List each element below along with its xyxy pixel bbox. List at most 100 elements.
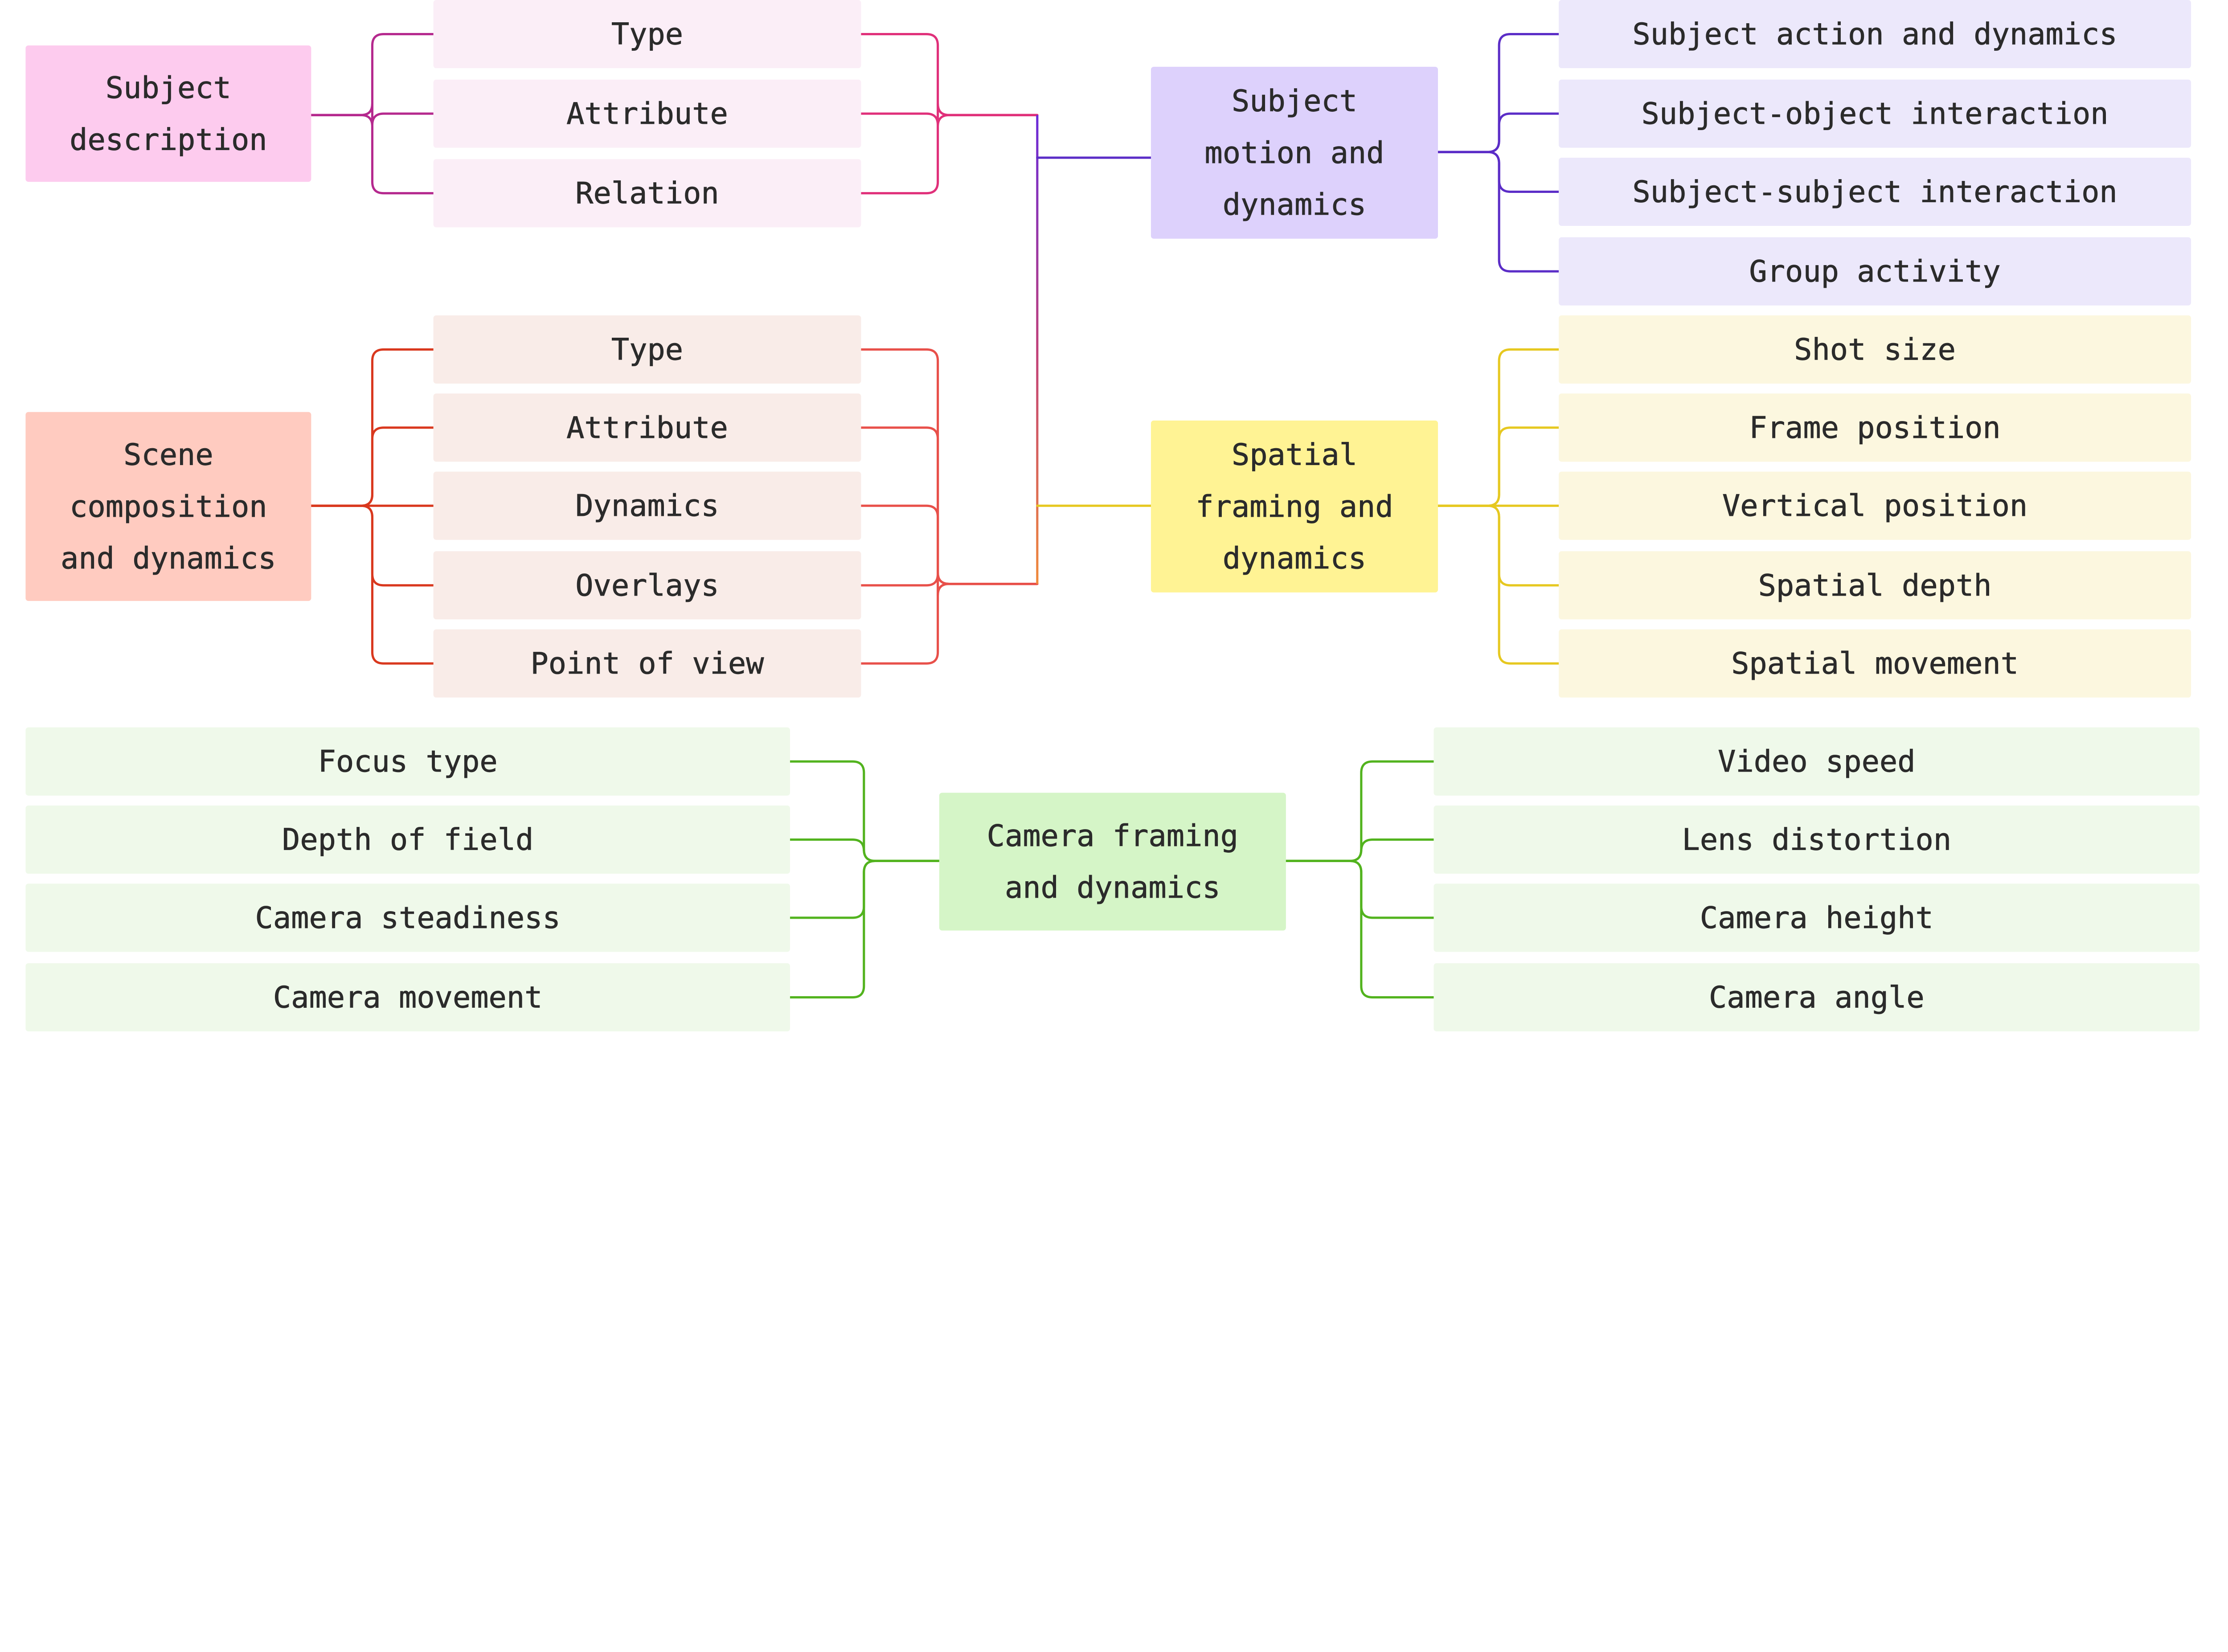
spatial-framing-child: Vertical position bbox=[1559, 471, 2191, 540]
spatial-framing-child-box bbox=[1559, 393, 2191, 462]
spatial-framing-child-box bbox=[1559, 629, 2191, 698]
camera-framing-right-child-label: Video speed bbox=[1718, 744, 1915, 779]
scene-composition-child-label: Point of view bbox=[530, 646, 764, 681]
subject-motion-node-label: dynamics bbox=[1223, 187, 1366, 222]
subject-motion-child-box bbox=[1559, 0, 2191, 69]
spatial-framing-child-label: Shot size bbox=[1794, 332, 1956, 367]
subject-motion-child: Subject-object interaction bbox=[1559, 79, 2191, 148]
subject-motion-child-box bbox=[1559, 237, 2191, 306]
camera-framing-node-label: and dynamics bbox=[1005, 870, 1220, 905]
subject-description-child: Attribute bbox=[433, 79, 861, 148]
scene-composition-child: Overlays bbox=[433, 551, 861, 620]
spatial-framing-child-label: Frame position bbox=[1749, 410, 2000, 445]
scene-composition-child: Dynamics bbox=[433, 471, 861, 540]
subject-motion-child: Subject-subject interaction bbox=[1559, 157, 2191, 226]
camera-framing-left-child-label: Focus type bbox=[318, 744, 498, 779]
spatial-framing-node-label: dynamics bbox=[1223, 541, 1366, 576]
scene-composition-child: Attribute bbox=[433, 393, 861, 462]
connector bbox=[860, 114, 1039, 195]
spatial-framing-child-box bbox=[1559, 551, 2191, 620]
subject-description-node-label: Subject bbox=[106, 70, 231, 105]
trunk-line bbox=[1036, 115, 1039, 584]
subject-motion-node: Subject motion and dynamics bbox=[1151, 66, 1438, 239]
scene-composition-child-label: Attribute bbox=[566, 410, 728, 445]
camera-framing-left-child-label: Camera movement bbox=[273, 980, 543, 1015]
subject-description-child-label: Type bbox=[611, 17, 683, 52]
subject-motion-child-box bbox=[1559, 157, 2191, 226]
connector bbox=[789, 760, 941, 862]
connector bbox=[860, 348, 1039, 585]
subject-motion-child-label: Subject action and dynamics bbox=[1632, 17, 2117, 52]
connector bbox=[310, 114, 435, 195]
camera-framing-right-child: Camera angle bbox=[1433, 963, 2200, 1032]
connector bbox=[1437, 151, 1560, 273]
scene-composition-child-box bbox=[433, 471, 861, 540]
spatial-framing-child-label: Vertical position bbox=[1722, 488, 2027, 523]
subject-motion-child-box bbox=[1559, 79, 2191, 148]
scene-composition-child-box bbox=[433, 315, 861, 384]
subject-motion-node-label: motion and bbox=[1204, 135, 1384, 170]
camera-framing-right-child-label: Camera height bbox=[1700, 900, 1933, 935]
connector bbox=[1285, 760, 1435, 862]
connector bbox=[1437, 426, 1560, 507]
subject-motion-node-label: Subject bbox=[1232, 83, 1357, 118]
connector bbox=[1285, 859, 1435, 919]
spatial-framing-child: Spatial depth bbox=[1559, 551, 2191, 620]
camera-framing-right-child-box bbox=[1433, 963, 2200, 1032]
connector bbox=[789, 859, 941, 999]
spatial-framing-child-label: Spatial depth bbox=[1758, 568, 1992, 603]
camera-framing-right-child: Lens distortion bbox=[1433, 806, 2200, 874]
subject-motion-child: Group activity bbox=[1559, 237, 2191, 306]
connector bbox=[860, 583, 1039, 665]
subject-description-child-label: Relation bbox=[575, 176, 719, 211]
camera-framing-left-child: Focus type bbox=[25, 727, 790, 796]
camera-framing-right-child-label: Lens distortion bbox=[1682, 822, 1952, 857]
camera-framing-left-child: Camera movement bbox=[25, 963, 790, 1032]
subject-description-child-label: Attribute bbox=[566, 96, 728, 131]
spatial-framing-node-label: framing and bbox=[1196, 489, 1393, 524]
connector bbox=[789, 838, 941, 862]
spatial-framing-node-box bbox=[1151, 420, 1438, 593]
subject-description-child-box bbox=[433, 79, 861, 148]
connector bbox=[860, 102, 1039, 127]
camera-framing-node: Camera framing and dynamics bbox=[939, 793, 1286, 931]
connector bbox=[310, 504, 435, 665]
camera-framing-right-child: Video speed bbox=[1433, 727, 2200, 796]
subject-description-child: Relation bbox=[433, 159, 861, 228]
camera-framing-left-child-label: Depth of field bbox=[282, 822, 533, 857]
camera-framing-right-child-box bbox=[1433, 883, 2200, 952]
nodes: SubjectdescriptionTypeAttributeRelationS… bbox=[25, 0, 2200, 1032]
scene-composition-node-label: composition bbox=[70, 489, 267, 524]
scene-composition-child: Point of view bbox=[433, 629, 861, 698]
subject-motion-child-label: Subject-subject interaction bbox=[1632, 174, 2117, 209]
scene-composition-node: Scene composition and dynamics bbox=[25, 412, 311, 601]
subject-description-node-label: description bbox=[70, 122, 267, 157]
scene-composition-node-label: and dynamics bbox=[61, 541, 276, 576]
camera-framing-node-label: Camera framing bbox=[987, 818, 1238, 853]
camera-framing-left-child-box bbox=[25, 727, 790, 796]
connector bbox=[860, 504, 1039, 585]
scene-composition-child: Type bbox=[433, 315, 861, 384]
subject-description-node-box bbox=[25, 45, 311, 182]
subject-motion-child: Subject action and dynamics bbox=[1559, 0, 2191, 69]
camera-framing-right-child-label: Camera angle bbox=[1709, 980, 1925, 1015]
connector-lines bbox=[310, 33, 1560, 999]
spatial-framing-child: Spatial movement bbox=[1559, 629, 2191, 698]
scene-composition-node-label: Scene bbox=[123, 437, 213, 472]
subject-motion-child-label: Group activity bbox=[1749, 254, 2000, 289]
connector bbox=[310, 102, 435, 127]
subject-motion-child-label: Subject-object interaction bbox=[1642, 96, 2109, 131]
scene-composition-child-box bbox=[433, 551, 861, 620]
subject-description-node: Subject description bbox=[25, 45, 311, 182]
connector bbox=[310, 426, 435, 507]
camera-framing-left-child-box bbox=[25, 883, 790, 952]
camera-framing-right-child-box bbox=[1433, 806, 2200, 874]
subject-description-child-box bbox=[433, 159, 861, 228]
camera-framing-left-child-box bbox=[25, 963, 790, 1032]
spatial-framing-child: Shot size bbox=[1559, 315, 2191, 384]
subject-description-child-box bbox=[433, 0, 861, 69]
camera-framing-left-child-box bbox=[25, 806, 790, 874]
scene-composition-child-label: Dynamics bbox=[575, 488, 719, 523]
scene-composition-node-box bbox=[25, 412, 311, 601]
